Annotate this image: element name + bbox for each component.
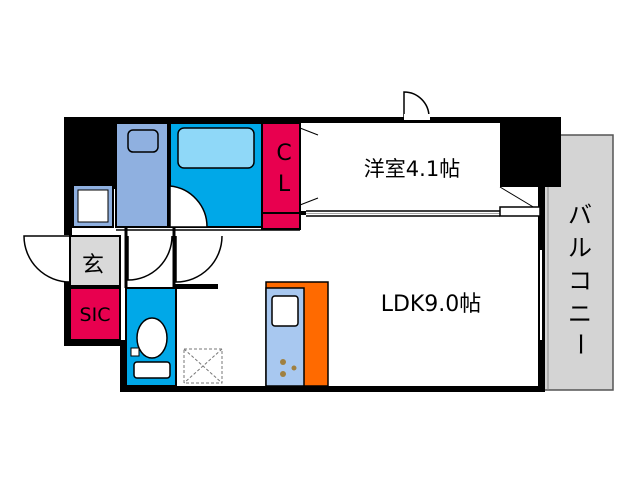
washroom <box>115 122 169 228</box>
stove-burner-1 <box>280 359 286 365</box>
toilet-tank-icon <box>127 129 159 153</box>
hall-door-arc-right <box>175 235 223 283</box>
fridge-cross-2 <box>183 348 223 384</box>
balcony-char-1: バ <box>568 201 592 229</box>
western-room-floor <box>300 121 502 214</box>
closet-door-1 <box>299 127 319 136</box>
balcony-char-5: ー <box>566 332 594 356</box>
western-room-corner-wall <box>499 206 541 217</box>
bathtub-icon <box>177 127 255 169</box>
wall-wc-left <box>120 340 126 392</box>
kitchen-sink-icon <box>271 295 299 327</box>
ldk-floor <box>177 214 542 387</box>
entrance-door-arc <box>23 235 71 283</box>
closet-label-c: C <box>276 141 291 166</box>
entrance-label: 玄 <box>82 253 104 278</box>
stove-burner-2 <box>280 371 286 377</box>
closet-cl <box>261 122 301 214</box>
balcony-char-2: ル <box>568 234 592 262</box>
sic-closet <box>69 287 121 341</box>
sic-label: SIC <box>80 304 111 326</box>
wall-bottom <box>120 386 545 392</box>
wall-top-right-block <box>500 117 561 187</box>
balcony-char-3: コ <box>568 267 592 295</box>
western-room-door-gap <box>404 114 430 120</box>
hall-door-arc-left <box>127 235 173 281</box>
balcony-label: バ ル コ ニ ー <box>566 201 594 356</box>
western-room-label: 洋室4.1帖 <box>364 157 460 181</box>
toilet-tank-base <box>133 361 171 379</box>
entrance-floor <box>69 235 121 287</box>
ldk-label: LDK9.0帖 <box>381 292 482 317</box>
wall-sic-bottom <box>64 340 124 346</box>
hall-wall-right <box>174 284 218 289</box>
western-room-door-arc <box>403 91 430 118</box>
wall-left-upper <box>64 117 116 189</box>
wall-left-side <box>64 117 72 235</box>
wall-top-left <box>64 117 508 123</box>
bath-door-arc <box>169 185 208 228</box>
closet-door-2 <box>299 197 319 206</box>
toilet-small-icon <box>130 347 140 357</box>
balcony-char-4: ニ <box>568 300 592 328</box>
washing-machine-inner <box>77 189 109 223</box>
closet-sub <box>261 212 301 230</box>
wall-left-lower <box>64 282 70 344</box>
western-room-lower-wall-left <box>300 211 306 215</box>
fridge-space <box>183 348 223 384</box>
toilet-bowl-icon <box>136 317 168 359</box>
closet-label-l: L <box>278 172 291 197</box>
stove-burner-3 <box>291 365 297 371</box>
